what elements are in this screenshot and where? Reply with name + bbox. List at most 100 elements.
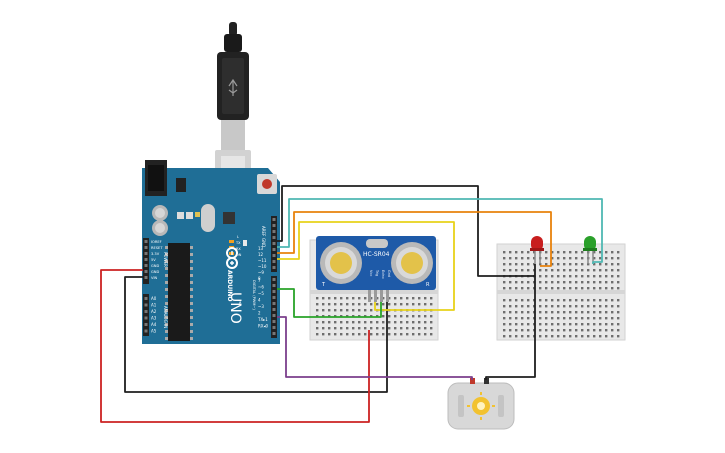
breadboard-hole[interactable] xyxy=(593,263,596,266)
breadboard-hole[interactable] xyxy=(394,327,397,330)
breadboard-hole[interactable] xyxy=(605,305,608,308)
breadboard-hole[interactable] xyxy=(515,317,518,320)
breadboard-hole[interactable] xyxy=(551,335,554,338)
breadboard-hole[interactable] xyxy=(575,335,578,338)
breadboard-hole[interactable] xyxy=(557,251,560,254)
breadboard-hole[interactable] xyxy=(593,317,596,320)
breadboard-hole[interactable] xyxy=(605,251,608,254)
breadboard-hole[interactable] xyxy=(527,305,530,308)
breadboard-hole[interactable] xyxy=(587,329,590,332)
breadboard-hole[interactable] xyxy=(593,269,596,272)
breadboard-hole[interactable] xyxy=(569,311,572,314)
breadboard-hole[interactable] xyxy=(376,297,379,300)
breadboard-hole[interactable] xyxy=(515,305,518,308)
breadboard-hole[interactable] xyxy=(617,305,620,308)
wire-red-5v-to-sensor[interactable] xyxy=(100,269,370,423)
header-hole[interactable] xyxy=(272,314,276,317)
header-hole[interactable] xyxy=(144,270,148,273)
breadboard-hole[interactable] xyxy=(370,321,373,324)
breadboard-hole[interactable] xyxy=(569,275,572,278)
breadboard-hole[interactable] xyxy=(503,299,506,302)
breadboard-hole[interactable] xyxy=(551,269,554,272)
breadboard-hole[interactable] xyxy=(509,323,512,326)
breadboard-hole[interactable] xyxy=(328,327,331,330)
breadboard-hole[interactable] xyxy=(376,327,379,330)
sensor-pin-gnd[interactable] xyxy=(386,290,389,302)
breadboard-hole[interactable] xyxy=(509,287,512,290)
breadboard-hole[interactable] xyxy=(581,269,584,272)
breadboard-hole[interactable] xyxy=(563,263,566,266)
breadboard-hole[interactable] xyxy=(424,315,427,318)
breadboard-hole[interactable] xyxy=(593,323,596,326)
arduino-uno-board[interactable]: L TX RX ON ARDUINO TM UNO AREF GND 1312~… xyxy=(142,160,280,344)
breadboard-hole[interactable] xyxy=(557,275,560,278)
breadboard-hole[interactable] xyxy=(611,275,614,278)
breadboard-hole[interactable] xyxy=(617,323,620,326)
breadboard-hole[interactable] xyxy=(557,335,560,338)
breadboard-hole[interactable] xyxy=(539,281,542,284)
breadboard-hole[interactable] xyxy=(575,263,578,266)
breadboard-hole[interactable] xyxy=(412,297,415,300)
breadboard-hole[interactable] xyxy=(346,321,349,324)
breadboard-hole[interactable] xyxy=(515,257,518,260)
breadboard-hole[interactable] xyxy=(412,303,415,306)
breadboard-hole[interactable] xyxy=(587,281,590,284)
breadboard-hole[interactable] xyxy=(605,335,608,338)
breadboard-hole[interactable] xyxy=(340,333,343,336)
breadboard-hole[interactable] xyxy=(521,317,524,320)
breadboard-hole[interactable] xyxy=(424,321,427,324)
breadboard-hole[interactable] xyxy=(370,297,373,300)
wire-yellow-to-sensor-vcc[interactable] xyxy=(277,221,455,311)
header-hole[interactable] xyxy=(144,303,148,307)
breadboard-hole[interactable] xyxy=(382,315,385,318)
breadboard-hole[interactable] xyxy=(605,287,608,290)
breadboard-hole[interactable] xyxy=(364,303,367,306)
breadboard-hole[interactable] xyxy=(521,287,524,290)
breadboard-hole[interactable] xyxy=(370,333,373,336)
breadboard-hole[interactable] xyxy=(599,335,602,338)
breadboard-hole[interactable] xyxy=(509,281,512,284)
breadboard-hole[interactable] xyxy=(599,299,602,302)
header-hole[interactable] xyxy=(144,276,148,279)
breadboard-hole[interactable] xyxy=(358,297,361,300)
breadboard-hole[interactable] xyxy=(617,287,620,290)
header-hole[interactable] xyxy=(272,266,276,269)
breadboard-hole[interactable] xyxy=(316,303,319,306)
breadboard-hole[interactable] xyxy=(557,269,560,272)
breadboard-hole[interactable] xyxy=(605,329,608,332)
breadboard-hole[interactable] xyxy=(575,305,578,308)
breadboard-hole[interactable] xyxy=(509,257,512,260)
breadboard-hole[interactable] xyxy=(611,287,614,290)
breadboard-hole[interactable] xyxy=(569,317,572,320)
breadboard-hole[interactable] xyxy=(515,299,518,302)
breadboard-hole[interactable] xyxy=(430,315,433,318)
breadboard-hole[interactable] xyxy=(581,305,584,308)
breadboard-hole[interactable] xyxy=(346,309,349,312)
breadboard-hole[interactable] xyxy=(521,251,524,254)
breadboard-hole[interactable] xyxy=(352,333,355,336)
breadboard-hole[interactable] xyxy=(575,275,578,278)
breadboard-hole[interactable] xyxy=(617,281,620,284)
breadboard-hole[interactable] xyxy=(551,257,554,260)
breadboard-hole[interactable] xyxy=(340,327,343,330)
breadboard-hole[interactable] xyxy=(503,281,506,284)
breadboard-hole[interactable] xyxy=(400,333,403,336)
breadboard-hole[interactable] xyxy=(388,303,391,306)
breadboard-hole[interactable] xyxy=(521,323,524,326)
breadboard-hole[interactable] xyxy=(509,299,512,302)
breadboard-hole[interactable] xyxy=(557,329,560,332)
breadboard-hole[interactable] xyxy=(521,257,524,260)
wire-purple-pin3-to-motor[interactable] xyxy=(277,316,473,380)
breadboard-hole[interactable] xyxy=(557,263,560,266)
breadboard-hole[interactable] xyxy=(581,299,584,302)
breadboard-hole[interactable] xyxy=(527,335,530,338)
breadboard-hole[interactable] xyxy=(617,299,620,302)
breadboard-hole[interactable] xyxy=(382,327,385,330)
breadboard-hole[interactable] xyxy=(521,305,524,308)
breadboard-hole[interactable] xyxy=(575,329,578,332)
breadboard-hole[interactable] xyxy=(617,329,620,332)
breadboard-hole[interactable] xyxy=(587,275,590,278)
breadboard-hole[interactable] xyxy=(563,257,566,260)
breadboard-hole[interactable] xyxy=(593,305,596,308)
breadboard-hole[interactable] xyxy=(334,297,337,300)
